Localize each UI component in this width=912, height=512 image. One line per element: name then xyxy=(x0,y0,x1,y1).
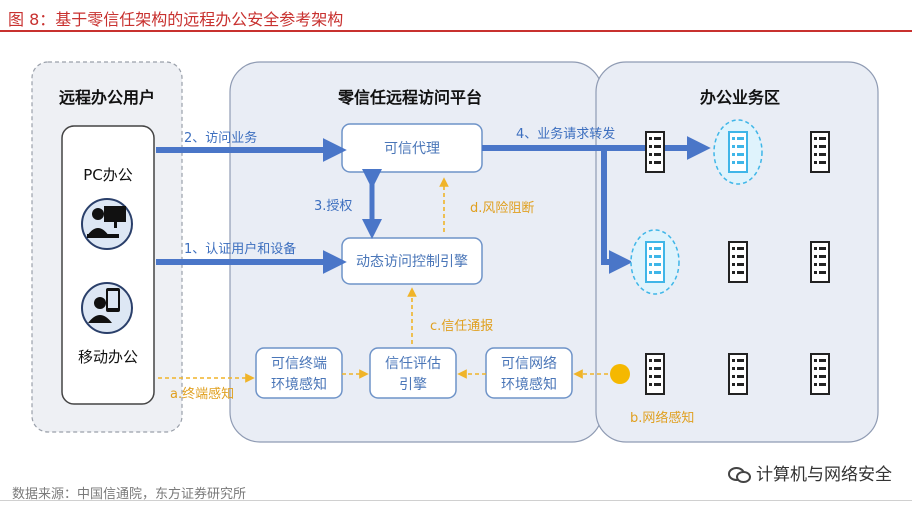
server-icon xyxy=(810,131,830,173)
title-rule xyxy=(0,30,912,32)
trusted-proxy-label: 可信代理 xyxy=(384,141,440,157)
authenticate-label: 1、认证用户和设备 xyxy=(184,241,296,257)
wechat-icon xyxy=(728,465,751,483)
users-card xyxy=(61,125,155,405)
pc-user-label: PC办公 xyxy=(83,166,133,184)
server-icon xyxy=(728,241,748,283)
network-sense-signal-label: b.网络感知 xyxy=(630,410,694,426)
network-sense-label-2: 环境感知 xyxy=(501,376,557,393)
highlighted-server-icon xyxy=(713,119,763,185)
trust-evaluation-box xyxy=(369,347,457,399)
watermark-text: 计算机与网络安全 xyxy=(756,465,892,485)
forward-request-label: 4、业务请求转发 xyxy=(516,126,615,142)
network-sense-box xyxy=(485,347,573,399)
footer-rule xyxy=(0,500,912,501)
terminal-sense-signal-label: a.终端感知 xyxy=(170,386,234,402)
trust-evaluation-label-2: 引擎 xyxy=(399,377,427,393)
users-panel-title: 远程办公用户 xyxy=(59,88,155,107)
source-note: 数据来源：中国信通院，东方证券研究所 xyxy=(12,487,247,502)
server-icon xyxy=(810,241,830,283)
server-icon xyxy=(728,353,748,395)
dynamic-access-engine-label: 动态访问控制引擎 xyxy=(356,254,468,270)
figure-title: 图 8：基于零信任架构的远程办公安全参考架构 xyxy=(8,10,344,29)
watermark: 计算机与网络安全 xyxy=(728,460,892,485)
mobile-user-icon xyxy=(81,282,133,334)
risk-block-label: d.风险阻断 xyxy=(470,201,534,216)
highlighted-server-icon xyxy=(630,229,680,295)
authorize-label: 3.授权 xyxy=(314,198,352,214)
terminal-sense-box xyxy=(255,347,343,399)
desktop-user-icon xyxy=(81,198,133,250)
network-sensor-icon xyxy=(610,364,630,384)
network-sense-label-1: 可信网络 xyxy=(501,356,557,372)
trust-notify-label: c.信任通报 xyxy=(430,319,493,334)
office-panel-title: 办公业务区 xyxy=(700,88,780,107)
platform-panel-title: 零信任远程访问平台 xyxy=(337,88,482,107)
mobile-user-label: 移动办公 xyxy=(78,348,138,366)
terminal-sense-label-2: 环境感知 xyxy=(271,376,327,393)
forward-request-branch-arrow xyxy=(601,148,633,274)
terminal-sense-label-1: 可信终端 xyxy=(271,356,327,372)
server-icon xyxy=(810,353,830,395)
server-icon xyxy=(645,131,665,173)
trust-evaluation-label-1: 信任评估 xyxy=(385,356,441,372)
access-business-label: 2、访问业务 xyxy=(184,130,257,146)
server-icon xyxy=(645,353,665,395)
